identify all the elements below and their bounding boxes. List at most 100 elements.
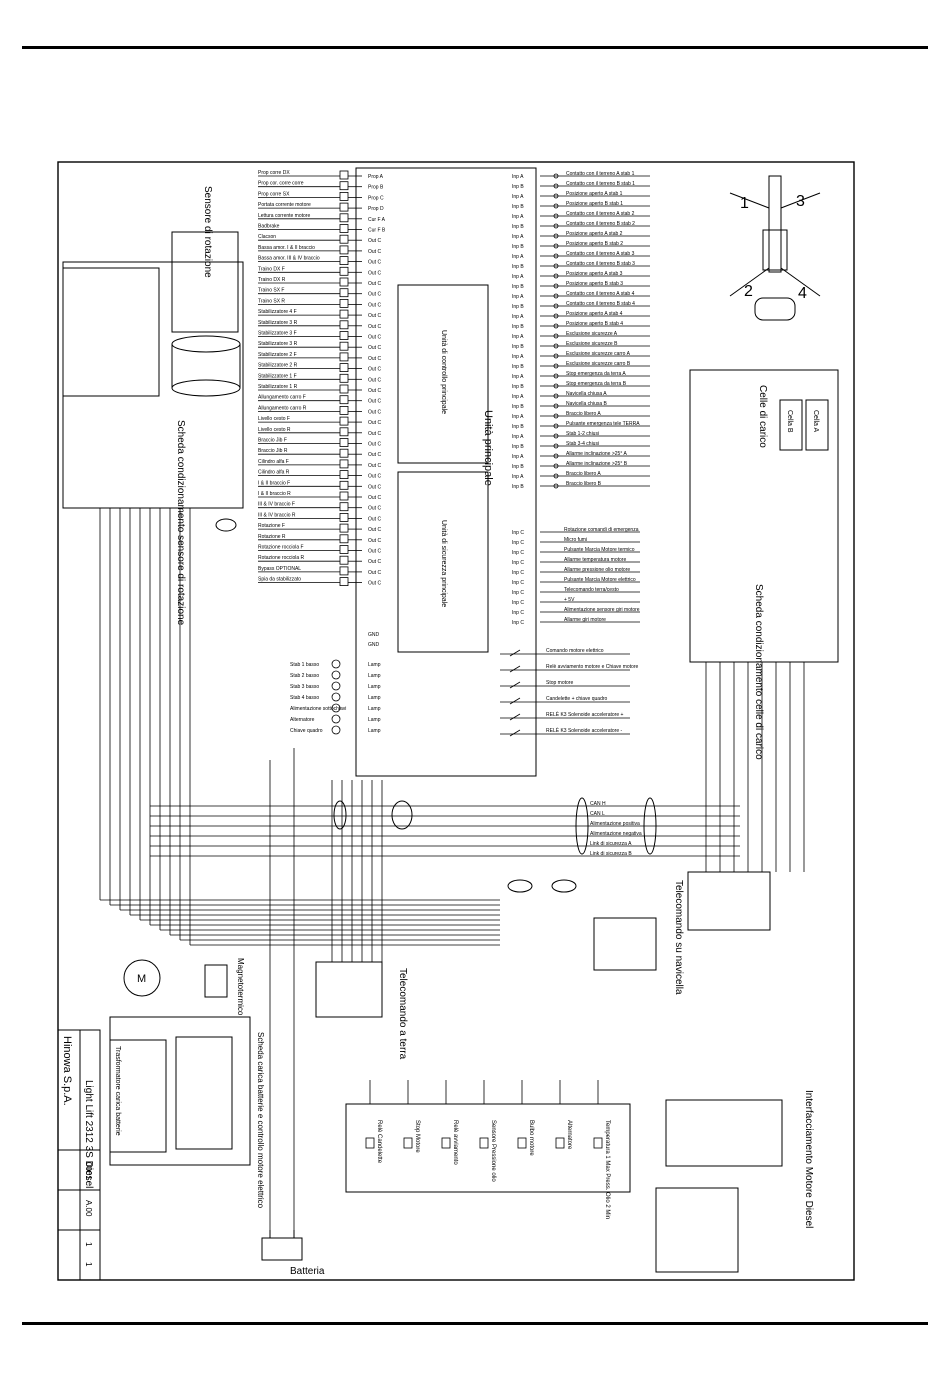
left-output-label: I & II braccio F [258, 480, 290, 486]
left-output-label: Cilindro alfa R [258, 470, 290, 476]
input-c-label: Alimentazione sensore giri motore [564, 607, 640, 613]
input-c-label: Allarme temperatura motore [564, 557, 626, 563]
pin-label: Out C [368, 260, 381, 266]
bus-label: CAN H [590, 801, 606, 807]
input-pin: Inp A [512, 374, 524, 380]
left-output-label: Stabilizzatore 3 F [258, 331, 297, 337]
left-output-label: Bypass OPTIONAL [258, 566, 301, 572]
input-pin: Inp A [512, 394, 524, 400]
lamp-label: Chiave quadro [290, 728, 323, 734]
pin-label: Out C [368, 549, 381, 555]
lamp-pin: Lamp [368, 695, 381, 701]
svg-text:3: 3 [796, 193, 805, 210]
input-label: Navicella chiusa B [566, 401, 608, 407]
input-label: Stab 1-2 chiusi [566, 431, 599, 437]
input-label: Contatto con il terreno B stab 2 [566, 221, 635, 227]
title-company: Hinowa S.p.A. [61, 1036, 73, 1106]
pin-label: Out C [368, 474, 381, 480]
left-output-label: III & IV braccio R [258, 512, 296, 518]
gnd-pin: GND [368, 642, 380, 648]
lamp-pin: Lamp [368, 717, 381, 723]
input-label: Posizione aperto B stab 2 [566, 241, 623, 247]
input-pin: Inp B [512, 304, 524, 310]
input-c-label: Pulsante Marcia Motore elettrico [564, 577, 636, 583]
input-pin: Inp B [512, 324, 524, 330]
left-output-label: Braccio Jib R [258, 448, 288, 454]
diesel-interface-box [345, 1103, 631, 1193]
input-c-pin: Inp C [512, 600, 524, 606]
input-label: Contatto con il terreno B stab 1 [566, 181, 635, 187]
main-control-box [397, 284, 489, 464]
cell-b-label: Cella B [786, 410, 793, 433]
load-cells-title: Celle di carico [757, 385, 768, 448]
lamp-pin: Lamp [368, 706, 381, 712]
input-pin: Inp A [512, 334, 524, 340]
rotation-card-title: Scheda condizionamento sensore di rotazi… [175, 420, 186, 626]
input-c-pin: Inp C [512, 620, 524, 626]
pin-label: Prop C [368, 195, 384, 201]
main-unit-title: Unità principale [482, 410, 494, 486]
input-label: Stab 3-4 chiusi [566, 441, 599, 447]
input-c-label: Rotazione comandi di emergenza [564, 527, 639, 533]
pin-label: Out C [368, 527, 381, 533]
input-label: Braccio libero B [566, 481, 602, 487]
left-output-label: Spia da stabilizzato [258, 577, 301, 583]
relay-label: Stop motore [546, 680, 573, 686]
svg-text:1: 1 [740, 195, 749, 212]
title-block [57, 1029, 101, 1281]
lamp-label: Stab 4 basso [290, 695, 319, 701]
bus-label: Link di sicurezza B [590, 851, 632, 857]
pin-label: Cur F B [368, 228, 386, 234]
diesel-labels: Relè Candelette Stop Motore Relè avviament… [376, 1120, 610, 1219]
pin-label: Out C [368, 538, 381, 544]
input-pin: Inp A [512, 274, 524, 280]
diesel-relay-label: Relè Candelette [376, 1120, 382, 1164]
left-output-label: Livello cesto F [258, 416, 290, 422]
relay-label: RELÈ K3 Solenoide acceleratore - [546, 727, 622, 734]
input-pin: Inp B [512, 444, 524, 450]
input-label: Allarme inclinazione >25° B [566, 461, 628, 467]
remote-ground-title: Telecomando a terra [397, 968, 408, 1060]
pin-label: Out C [368, 431, 381, 437]
main-safety-box [397, 471, 489, 653]
diesel-relay-label: Stop Motore [414, 1120, 420, 1153]
left-output-label: Prop cor. corre corre [258, 181, 304, 187]
diesel-relay-label: Relè avviamento [452, 1120, 458, 1165]
input-label: Esclusione sicurezze carro B [566, 361, 631, 367]
lamp-pin: Lamp [368, 684, 381, 690]
title-of: 1 [84, 1262, 93, 1267]
lamp-label: Stab 1 basso [290, 662, 319, 668]
left-output-label: Prop corre SX [258, 191, 290, 197]
left-output-label: Stabilizzatore 1 F [258, 373, 297, 379]
input-c-pin: Inp C [512, 550, 524, 556]
left-output-label: Rotazione F [258, 523, 285, 529]
input-pin: Inp B [512, 464, 524, 470]
pin-label: Out C [368, 238, 381, 244]
pin-label: Out C [368, 313, 381, 319]
wiring-harness [99, 508, 805, 1230]
input-pin: Inp B [512, 264, 524, 270]
bus-label: Link di sicurezza A [590, 841, 632, 847]
diesel-relay-label: Alternatore [566, 1120, 572, 1150]
left-output-label: Stabilizzatore 3 R [258, 320, 298, 326]
input-pin: Inp B [512, 384, 524, 390]
left-output-label: Traino DX F [258, 266, 285, 272]
main-unit-box [355, 167, 537, 777]
input-label: Posizione aperto A stab 2 [566, 231, 623, 237]
left-output-label: Rotazione rocciola R [258, 555, 305, 561]
top-rule [22, 46, 928, 49]
input-label: Posizione aperto A stab 1 [566, 191, 623, 197]
pin-label: Out C [368, 484, 381, 490]
pin-label: Out C [368, 570, 381, 576]
pin-label: Prop A [368, 174, 384, 180]
pin-label: Out C [368, 559, 381, 565]
rotation-card-box [62, 261, 244, 509]
input-c-pin: Inp C [512, 570, 524, 576]
input-c-label: Allarme pressione olio motore [564, 567, 630, 573]
lamp-label: Stab 2 basso [290, 673, 319, 679]
pin-label: Out C [368, 377, 381, 383]
input-pin: Inp B [512, 184, 524, 190]
input-label: Posizione aperto A stab 3 [566, 271, 623, 277]
left-output-label: Cilindro alfa F [258, 459, 289, 465]
